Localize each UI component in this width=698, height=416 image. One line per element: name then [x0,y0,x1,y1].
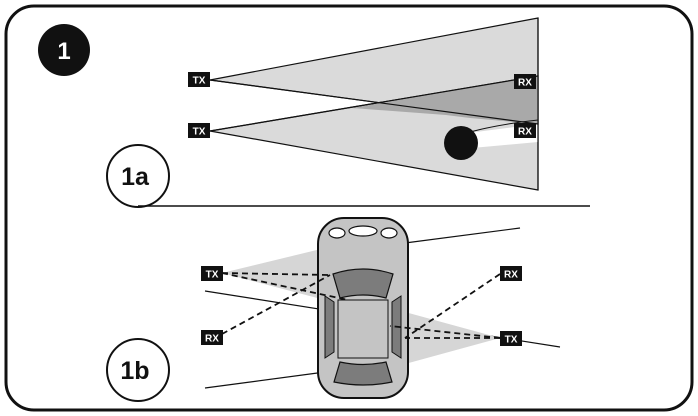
rear-window [333,361,393,386]
reference-line-top [404,227,521,244]
beam-overlap-region [352,76,538,124]
tx-tag-1b-left: TX [201,266,223,281]
rx-label: RX [504,270,518,281]
windshield [332,268,394,299]
beam-cone-right [405,312,500,364]
panel-1a-label: 1a [121,163,150,191]
rx-label: RX [518,78,532,89]
panel-1b-label: 1b [120,357,149,385]
grille [348,225,378,237]
headlight-left [328,227,346,239]
tx-tag-1b-right: TX [500,331,522,346]
shadow-edge [469,119,539,133]
window-left [324,295,335,359]
beam-edge-lower-upper [209,75,539,132]
dashed-beam-right-rx [404,273,501,339]
rx-tag-1b-left: RX [201,330,223,345]
figure-number-disc [38,24,90,76]
dashed-beams [221,272,501,339]
beam-edge-upper-lower [209,79,539,125]
panel-1b-label-circle [106,338,170,402]
rx-tag-1b-right: RX [500,266,522,281]
tx-tag-1a-bottom: TX [188,123,210,138]
panel-1a: TX TX RX RX 1a [106,17,539,208]
dashed-beam-left-diagonal [221,272,349,301]
car-roof [337,299,389,359]
dashed-beam-right-diagonal [389,325,501,339]
dashed-beam-left-rx [221,274,331,335]
rx-label: RX [518,127,532,138]
dashed-beam-left-horizontal [221,272,331,276]
panel-1a-label-circle [106,144,170,208]
reference-line-bottom [204,371,326,389]
tx-label: TX [193,127,206,138]
obstacle-disc [444,126,478,160]
rx-tag-1a-top: RX [514,74,536,89]
tx-label: TX [505,335,518,346]
rx-tag-1a-bottom: RX [514,123,536,138]
panel-1b: TX RX RX TX 1b [106,217,561,402]
figure-number-badge: 1 [38,24,90,76]
tx-tag-1a-top: TX [188,72,210,87]
tx-label: TX [193,76,206,87]
headlight-right [380,227,398,239]
tx-label: TX [206,270,219,281]
car-top-view [317,217,409,399]
rx-label: RX [205,334,219,345]
figure-number: 1 [57,38,70,65]
